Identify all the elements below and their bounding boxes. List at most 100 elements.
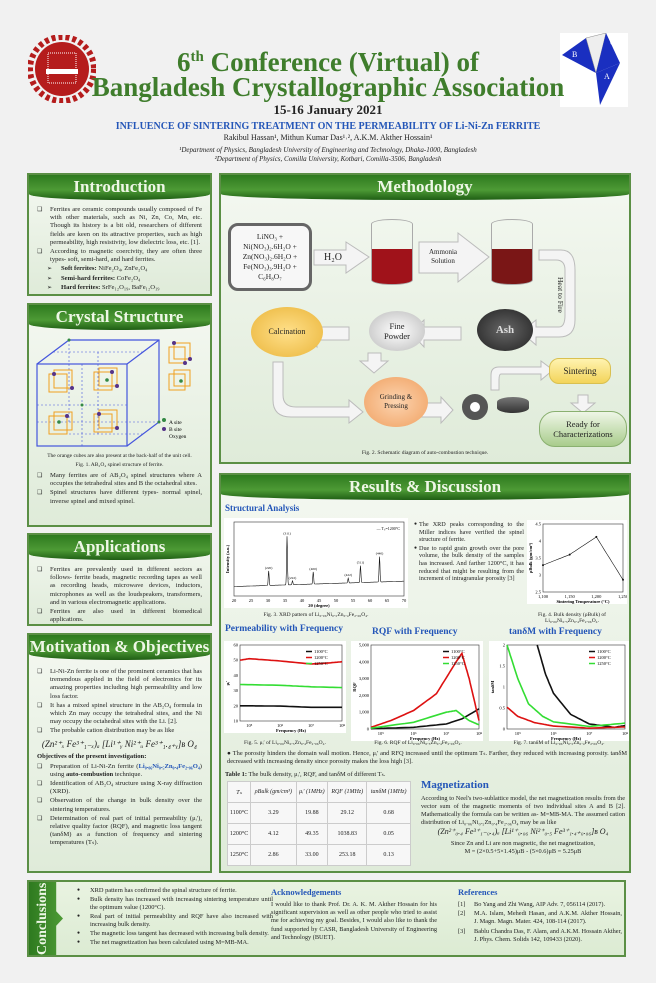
y-tick-label: 4 (539, 539, 542, 544)
list-item: Many ferrites are of AB₂O₄ spinel struct… (37, 472, 202, 488)
objectives-heading: Objectives of the present investigation: (37, 752, 147, 760)
bulk-density-chart: Sintering Temperature (°C)ρBulk (gm/cm³)… (527, 520, 627, 604)
x-tick-label: 1,150 (565, 594, 576, 600)
x-tick-label: 10⁵ (378, 731, 385, 736)
x-axis-label: Sintering Temperature (°C) (557, 599, 610, 604)
figure-caption: Fig. 1. AB₂O₄ spinel structure of ferrit… (75, 462, 164, 468)
table-cell: 19.88 (295, 802, 329, 824)
list-item: Bulk density has increased with increasi… (77, 896, 273, 912)
data-point (568, 553, 571, 556)
list-item: Identification of AB₂O₄ structure using … (37, 780, 202, 796)
figure-caption: Fig. 5. μᵢ′ of Li₀.₀₆Ni₀.₅Zn₀.₄Fe₂.₀₆O₄. (244, 740, 326, 746)
list-item: According to magnetic coercivity, they a… (37, 248, 202, 264)
legend-b-site: B site (169, 427, 182, 433)
section-title: Applications (29, 535, 210, 560)
x-tick-label: 10⁷ (586, 731, 593, 736)
h2o-label: H₂O (324, 252, 342, 263)
x-tick-label: 1,200 (591, 594, 602, 600)
list-item: Preparation of Li-Ni-Zn ferrite (Li₀.₀₆N… (37, 763, 202, 779)
legend-entry: 1250°C (451, 661, 465, 666)
y-tick-label: 30 (234, 688, 239, 693)
legend-entry: 1100°C (314, 649, 328, 654)
x-tick-label: 70 (402, 598, 407, 603)
calcination-node: Calcination (251, 307, 323, 357)
acknowledgements-text: I would like to thank Prof. Dr. A. K. M.… (271, 901, 437, 941)
structural-analysis-heading: Structural Analysis (225, 503, 300, 513)
y-tick-label: 3,000 (359, 676, 370, 682)
x-axis-label: Frequency (Hz) (410, 736, 441, 741)
y-tick-label: 0 (503, 727, 506, 732)
list-item: Ferrites are ceramic compounds usually c… (37, 206, 202, 247)
series-line (239, 683, 343, 689)
table-cell: 253.18 (327, 844, 368, 866)
list-item: XRD pattern has confirmed the spinal str… (77, 887, 273, 895)
x-tick-label: 10⁵ (515, 731, 522, 736)
crystal-structure-section: Crystal Structure A site B site Oxygen T… (27, 303, 212, 527)
beaker-gel (491, 219, 533, 285)
references-list: [1]Bo Yang and Zhi Wang, AIP Adv. 7, 056… (458, 901, 622, 945)
table-cell: 4.12 (250, 823, 297, 845)
x-tick-label: 20 (232, 598, 237, 603)
x-tick-label: 55 (351, 598, 356, 603)
magnetization-line: Since Zn and Li are non magnetic, the ne… (450, 840, 596, 847)
authors: Rakibul Hassan¹, Mithun Kumar Das¹˒², A.… (223, 133, 433, 142)
conclusions-tab: Conclusions (29, 882, 63, 955)
series-line (239, 657, 343, 665)
x-tick-label: 10⁸ (476, 731, 483, 736)
university-logo (27, 34, 97, 104)
list-item: Observation of the change in bulk densit… (37, 797, 202, 813)
series-line (506, 644, 626, 728)
table-cell: 0.05 (366, 823, 411, 845)
section-title: Results & Discussion (221, 475, 629, 500)
x-tick-label: 40 (300, 598, 305, 603)
porosity-paragraph: ● The porosity hinders the domain wall m… (227, 750, 628, 765)
y-tick-label: 20 (234, 703, 239, 708)
data-point (622, 578, 624, 581)
table-cell: 0.13 (366, 844, 411, 866)
x-axis-label: 2θ (degree) (308, 603, 330, 608)
x-tick-label: 10⁸ (622, 731, 629, 736)
figure-caption: Fig. 6. RQF of Li₀.₀₆Ni₀.₅Zn₀.₄Fe₂.₀₆O₄. (374, 740, 462, 746)
magnetization-result: M = (2×0.5+5×1.45)μB - (5×0.6)μB = 5.25μ… (464, 848, 582, 855)
acknowledgements-heading: Acknowledgements (271, 887, 342, 897)
y-tick-label: 2 (503, 643, 505, 648)
legend-a-site: A site (169, 420, 182, 426)
y-tick-label: 50 (234, 658, 239, 663)
y-tick-label: 2,000 (359, 693, 370, 699)
x-tick-label: 60 (368, 598, 373, 603)
references-heading: References (458, 887, 498, 897)
affiliation-2: ²Department of Physics, Comilla Universi… (214, 155, 442, 163)
legend-entry: 1250°C (597, 661, 611, 666)
column-header: RQF (1MHz) (327, 781, 368, 803)
section-title: Introduction (29, 175, 210, 200)
y-tick-label: 10 (234, 719, 239, 724)
magnetization-heading: Magnetization (421, 779, 489, 791)
y-tick-label: 1,000 (359, 710, 370, 716)
y-tick-label: 0.5 (499, 706, 505, 711)
table-cell: 3.29 (250, 802, 297, 824)
results-section: Results & Discussion Structural Analysis… (219, 473, 631, 873)
motivation-section: Motivation & Objectives Li-Ni-Zn ferrite… (27, 633, 212, 873)
y-tick-label: 1 (503, 685, 505, 690)
legend-entry: 1200°C (597, 655, 611, 660)
cation-distribution-formula: (Zn²⁺ₓ Fe³⁺₁₋ₓ)ₐ [Li¹⁺ᵧ Ni²⁺ᵤ Fe³⁺₁.₄₊ᵧ]… (41, 738, 198, 749)
y-axis-label: Intensity (a.u.) (225, 544, 230, 573)
section-title: Conclusions (35, 882, 50, 955)
legend-entry: 1100°C (597, 649, 611, 654)
y-axis-label: μᵢ′ (225, 681, 230, 686)
rqf-heading: RQF with Frequency (372, 627, 458, 637)
legend-entry: 1200°C (451, 655, 465, 660)
plot-frame (370, 644, 480, 730)
list-item: It has a mixed spinel structure in the A… (37, 702, 202, 727)
figure-caption: Fig. 2. Schematic diagram of auto-combus… (361, 450, 489, 456)
data-point (542, 564, 544, 567)
series-line (370, 651, 480, 729)
table-cell: 49.35 (295, 823, 329, 845)
x-tick-label: 10⁶ (277, 723, 284, 728)
list-item: Ferrites are prevalently used in differe… (37, 566, 202, 607)
